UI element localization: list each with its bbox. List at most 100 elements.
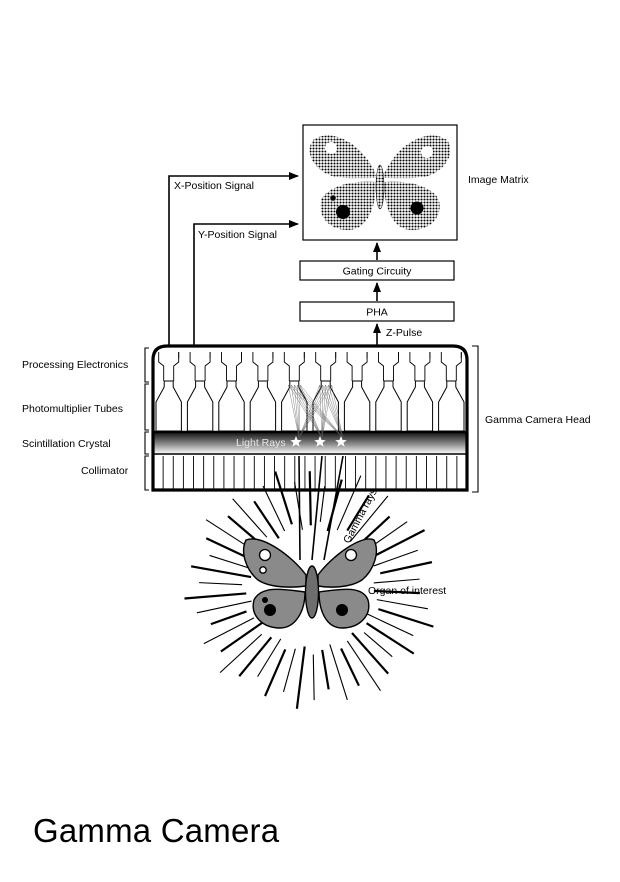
- light-ray: [294, 384, 344, 439]
- signal-chain: Gating Circuity PHA Z-Pulse: [299, 242, 455, 345]
- gamma-ray: [205, 537, 250, 560]
- electronics-connector: [158, 352, 180, 381]
- gamma-ray: [199, 582, 243, 586]
- light-ray: [300, 384, 344, 439]
- gamma-ray: [366, 622, 415, 655]
- x-position-line: [168, 172, 299, 345]
- light-ray: [288, 384, 300, 439]
- light-ray: [298, 384, 323, 439]
- gamma-ray: [363, 632, 393, 658]
- electronics-connector: [283, 352, 305, 381]
- gamma-ray: [238, 636, 273, 677]
- gamma-ray: [380, 561, 433, 575]
- gamma-ray-burst: [184, 471, 434, 709]
- gamma-ray: [319, 486, 326, 523]
- light-ray: [297, 384, 323, 439]
- gamma-camera-head: Light Rays: [151, 344, 469, 492]
- processing-electronics-label: Processing Electronics: [22, 359, 128, 371]
- electronics-connector: [346, 352, 368, 381]
- gamma-ray: [220, 621, 263, 653]
- gamma-ray: [295, 646, 306, 709]
- gamma-ray: [373, 589, 420, 595]
- scintillation-crystal-label: Scintillation Crystal: [22, 438, 111, 450]
- light-ray: [322, 384, 344, 439]
- light-ray: [331, 384, 344, 439]
- electronics-connector: [189, 352, 211, 381]
- gamma-ray: [282, 648, 296, 693]
- photomultiplier-tube: [218, 380, 245, 432]
- pha-box: [299, 301, 455, 322]
- gamma-ray: [209, 554, 250, 569]
- gamma-ray: [184, 592, 247, 600]
- right-bracket: [472, 345, 479, 493]
- flash-star: [290, 436, 302, 447]
- light-ray: [325, 384, 344, 439]
- gamma-ray: [346, 640, 381, 692]
- light-ray: [288, 384, 344, 439]
- gamma-ray: [367, 613, 414, 637]
- gamma-ray: [210, 610, 247, 626]
- collimator: [162, 456, 458, 490]
- light-ray: [321, 384, 323, 439]
- gamma-ray: [349, 495, 389, 542]
- gamma-ray: [308, 471, 312, 526]
- photomultiplier-tube: [312, 380, 339, 432]
- gamma-ray-paths: [298, 455, 344, 561]
- light-ray: [294, 384, 323, 439]
- organ-of-interest-label: Organ of interest: [368, 585, 446, 597]
- y-position-label: Y-Position Signal: [198, 229, 277, 241]
- processing-electronics: [158, 352, 462, 381]
- photomultiplier-tube: [406, 380, 434, 432]
- gamma-ray: [262, 485, 286, 532]
- photomultiplier-tubes: [155, 380, 465, 432]
- electronics-connector: [252, 352, 274, 381]
- gamma-ray: [378, 608, 434, 628]
- scintillation-crystal: [153, 432, 467, 454]
- gating-circuity-box: [299, 260, 455, 281]
- photomultiplier-tube: [438, 380, 465, 432]
- gamma-ray: [329, 644, 348, 701]
- flash-star: [314, 436, 326, 447]
- x-position-label: X-Position Signal: [174, 180, 254, 192]
- light-ray: [291, 384, 344, 439]
- light-ray: [294, 384, 300, 439]
- light-ray: [288, 384, 323, 439]
- pha-label: PHA: [366, 307, 388, 319]
- gamma-ray: [373, 549, 418, 567]
- gamma-ray: [232, 498, 268, 538]
- gating-circuity-label: Gating Circuity: [343, 266, 413, 278]
- z-pulse-label: Z-Pulse: [386, 327, 422, 339]
- light-ray: [291, 384, 300, 439]
- position-signals: X-Position Signal Y-Position Signal: [168, 172, 299, 345]
- light-ray: [297, 384, 344, 439]
- electronics-connector: [440, 352, 462, 381]
- gamma-ray: [346, 494, 370, 532]
- butterfly-image-dotted: [309, 135, 451, 230]
- light-ray: [298, 384, 326, 439]
- photomultiplier-tube: [186, 380, 214, 432]
- light-ray: [298, 384, 320, 439]
- gamma-ray: [336, 475, 362, 531]
- left-brackets: [144, 347, 149, 491]
- image-matrix-label: Image Matrix: [468, 174, 529, 186]
- gamma-ray: [321, 649, 330, 690]
- gamma-ray: [219, 633, 263, 674]
- collimator-label: Collimator: [81, 465, 129, 477]
- light-rays-label: Light Rays: [236, 437, 286, 449]
- gamma-ray: [264, 649, 287, 697]
- gamma-ray: [340, 648, 360, 687]
- electronics-connector: [378, 352, 399, 381]
- photomultiplier-tube: [375, 380, 402, 432]
- gamma-ray: [376, 599, 429, 610]
- light-ray: [319, 384, 344, 439]
- light-ray: [291, 384, 323, 439]
- gamma-ray: [373, 578, 420, 584]
- gamma-ray: [312, 654, 315, 701]
- flash-star: [335, 436, 347, 447]
- light-ray: [319, 384, 323, 439]
- gamma-ray: [253, 500, 280, 539]
- light-ray: [321, 384, 326, 439]
- organ-butterfly: [242, 538, 378, 629]
